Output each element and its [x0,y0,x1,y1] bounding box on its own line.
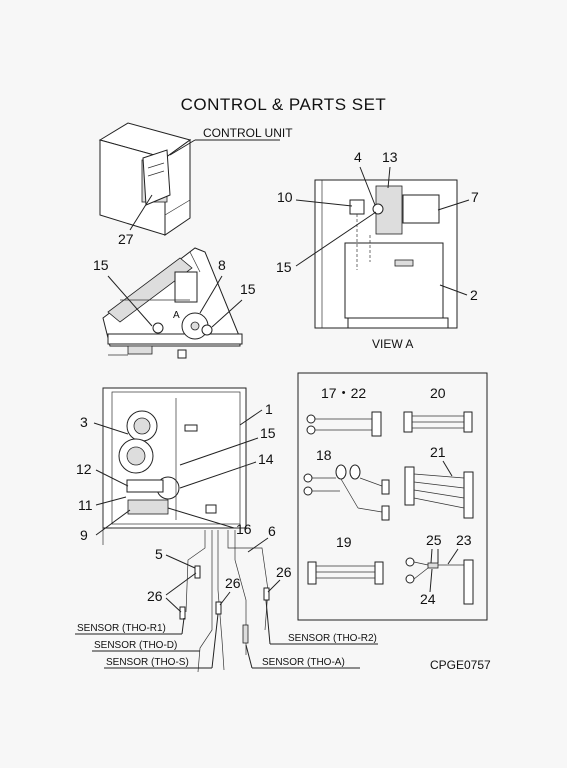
part-number-13: 13 [382,149,398,165]
part-number-21: 21 [430,444,446,460]
diagram-title: CONTROL & PARTS SET [180,95,387,114]
part-9-leader [95,509,131,536]
part-number-3: 3 [80,414,88,430]
part-2-leader [439,284,468,296]
part-number-17-22: 17・22 [321,385,366,401]
part-21-leader [442,460,453,477]
part-15-view-a-leader [295,211,377,267]
part-15-side-right-leader [211,299,243,328]
part-number-9: 9 [80,527,88,543]
parts-set-frame [297,372,488,621]
part-5-leader [165,554,196,569]
part-number-27: 27 [118,231,134,247]
part-13-leader [387,166,391,189]
control-unit-leader [169,139,196,156]
control-unit-label: CONTROL UNIT [203,126,293,140]
part-26-mid-leader [219,591,231,606]
part-15-box-leader [179,437,259,466]
part-24-leader [429,568,433,593]
part-number-15-side-left: 15 [93,257,109,273]
part-16-leader [167,507,235,529]
part-number-6: 6 [268,523,276,539]
sensor-r1-label: SENSOR (THO-R1) [77,623,166,634]
part-number-2: 2 [470,287,478,303]
drawing-code: CPGE0757 [430,658,491,672]
part-number-14: 14 [258,451,274,467]
part-number-18: 18 [316,447,332,463]
part-1-leader [239,409,263,426]
control-box-illustration [102,387,247,545]
part-number-15-view-a: 15 [276,259,292,275]
part-8-leader [199,275,223,314]
part-27-leader [129,194,153,231]
part-number-8: 8 [218,257,226,273]
part-number-12: 12 [76,461,92,477]
part-11-leader [95,496,127,506]
part-26-right-leader [267,579,281,593]
sensor-wires [179,530,270,673]
part-number-26-left: 26 [147,588,163,604]
sensor-d-label: SENSOR (THO-D) [94,640,177,651]
view-arrow-label: A [173,310,180,321]
harness-17-22 [306,411,382,437]
part-number-24: 24 [420,591,436,607]
part-number-5: 5 [155,546,163,562]
sensor-a-leader [245,644,253,669]
view-a-panel [314,179,458,329]
part-number-7: 7 [471,189,479,205]
sensor-a-label: SENSOR (THO-A) [262,657,345,668]
harness-19 [307,561,384,585]
sensor-s-label: SENSOR (THO-S) [106,657,189,668]
part-14-leader [179,461,257,489]
part-number-19: 19 [336,534,352,550]
view-a-label: VIEW A [372,337,413,351]
harness-23-24-25 [405,557,474,605]
part-number-26-mid: 26 [225,575,241,591]
part-26-left-leader-a [165,572,197,596]
part-26-left-leader-b [165,597,182,613]
part-7-leader [437,199,470,211]
sensor-r2-label: SENSOR (THO-R2) [288,633,377,644]
control-unit-illustration [98,122,192,236]
part-23-leader [447,548,459,565]
side-view-assembly [102,247,243,359]
part-number-15-box: 15 [260,425,276,441]
part-number-15-side-right: 15 [240,281,256,297]
harness-21 [404,466,474,519]
part-6-leader [247,537,269,553]
sensor-r1-leader [181,617,185,635]
part-number-25: 25 [426,532,442,548]
part-12-leader [95,469,129,487]
part-number-11: 11 [78,497,93,513]
part-number-1: 1 [265,401,273,417]
part-4-leader [359,166,376,206]
part-number-16: 16 [236,521,252,537]
part-15-side-left-leader [107,275,153,327]
sensor-r2-leader [265,599,271,645]
sensor-s-leader [211,613,219,669]
part-number-20: 20 [430,385,446,401]
harness-20 [403,411,473,433]
part-10-leader [295,199,353,207]
part-number-26-right: 26 [276,564,292,580]
part-number-10: 10 [277,189,293,205]
part-number-23: 23 [456,532,472,548]
part-3-leader [93,422,129,435]
harness-18 [303,464,390,521]
part-25-leader-a [430,548,433,564]
part-number-4: 4 [354,149,362,165]
